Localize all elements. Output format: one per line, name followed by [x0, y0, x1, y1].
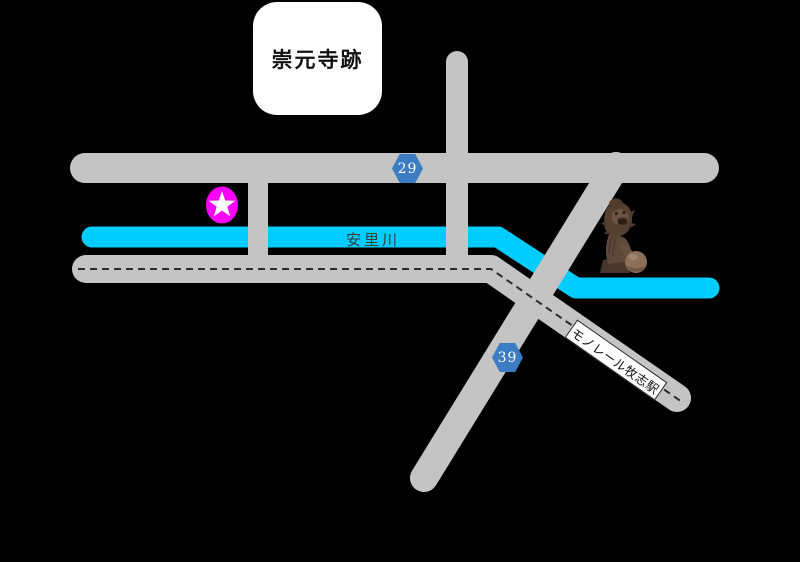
route-39-road	[410, 152, 630, 492]
route-number-29: 29	[397, 160, 418, 177]
river-name-label: 安里川	[346, 232, 401, 249]
shisa-statue	[596, 196, 652, 274]
shisa-statue-icon	[600, 198, 647, 273]
place-title-box: 崇元寺跡	[253, 2, 382, 115]
place-title: 崇元寺跡	[271, 48, 364, 72]
location-star-marker	[206, 186, 238, 224]
route-number-39: 39	[497, 349, 518, 366]
asato-river	[81, 226, 720, 299]
star-icon	[206, 186, 238, 224]
